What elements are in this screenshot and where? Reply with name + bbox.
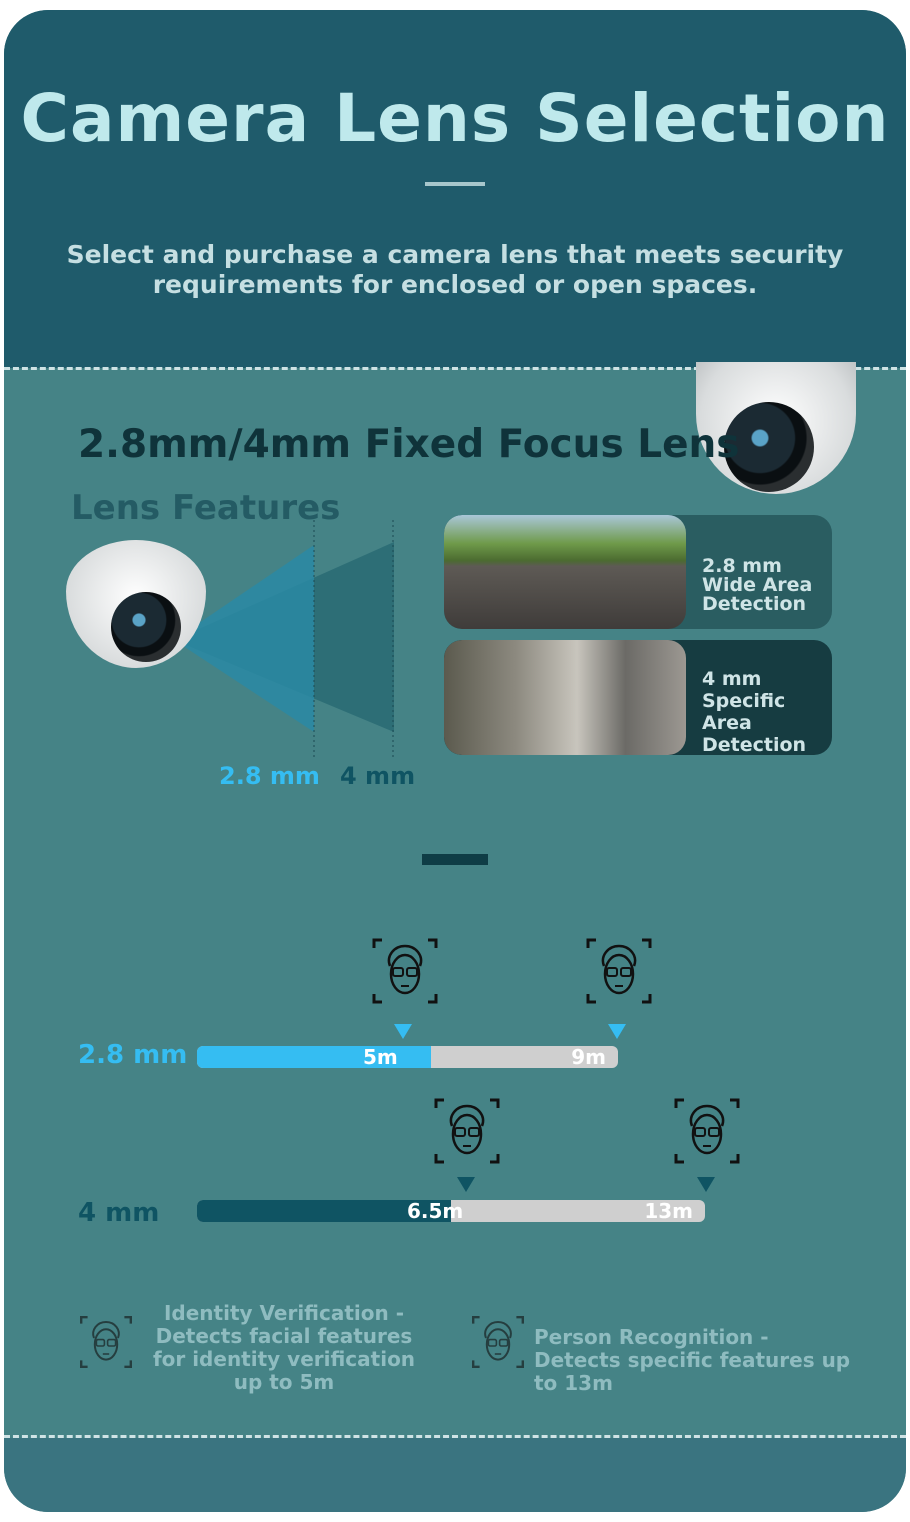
feature-line: 4 mm xyxy=(702,668,762,690)
range-label-2-8mm: 2.8 mm xyxy=(78,1040,188,1070)
camera-lens xyxy=(111,592,181,662)
feature-line: Specific xyxy=(702,690,786,712)
camera-lens xyxy=(724,402,814,492)
title-divider xyxy=(425,182,485,186)
road-photo xyxy=(444,515,686,629)
marker-triangle xyxy=(394,1024,412,1039)
lens-selection-card: Camera Lens Selection Select and purchas… xyxy=(4,10,906,1512)
fov-label-2-8mm: 2.8 mm xyxy=(219,762,320,790)
dashed-divider xyxy=(4,1435,906,1438)
face-scan-recognition-icon xyxy=(672,1096,742,1166)
range-bar-4mm: 6.5m 13m xyxy=(197,1200,705,1222)
recognition-distance: 13m xyxy=(644,1200,693,1222)
feature-line: Area xyxy=(702,712,752,734)
field-of-view-diagram xyxy=(174,520,394,760)
marker-triangle xyxy=(608,1024,626,1039)
features-title: Lens Features xyxy=(71,488,341,528)
face-scan-legend-icon xyxy=(78,1314,134,1370)
marker-triangle xyxy=(697,1177,715,1192)
terrace-photo xyxy=(444,640,686,755)
fov-label-4mm: 4 mm xyxy=(340,762,416,790)
camera-image-top xyxy=(696,362,856,494)
header: Camera Lens Selection Select and purchas… xyxy=(4,10,906,368)
page-subtitle: Select and purchase a camera lens that m… xyxy=(66,240,844,299)
face-scan-identity-icon xyxy=(370,936,440,1006)
camera-image-side xyxy=(66,540,206,668)
lens-title: 2.8mm/4mm Fixed Focus Lens xyxy=(78,422,740,467)
identity-distance: 6.5m xyxy=(407,1200,464,1222)
range-bar-2-8mm: 5m 9m xyxy=(197,1046,618,1068)
fov-2-8mm xyxy=(174,545,314,732)
feature-line: 2.8 mm xyxy=(702,555,782,577)
range-fill-identity xyxy=(197,1200,451,1222)
feature-line: Wide Area xyxy=(702,574,813,596)
recognition-distance: 9m xyxy=(571,1046,606,1068)
face-scan-legend-icon xyxy=(470,1314,526,1370)
footer-band xyxy=(4,1438,906,1512)
page-title: Camera Lens Selection xyxy=(20,80,890,157)
legend-recognition: Person Recognition - Detects specific fe… xyxy=(534,1325,851,1395)
feature-line: Detection xyxy=(702,734,807,755)
range-fill-identity xyxy=(197,1046,431,1068)
face-scan-recognition-icon xyxy=(584,936,654,1006)
section-divider xyxy=(422,854,488,865)
feature-line: Detection xyxy=(702,593,807,615)
dashed-divider xyxy=(4,367,906,370)
marker-triangle xyxy=(457,1177,475,1192)
range-label-4mm: 4 mm xyxy=(78,1198,160,1228)
face-scan-identity-icon xyxy=(432,1096,502,1166)
identity-distance: 5m xyxy=(363,1046,398,1068)
legend-identity: Identity Verification - Detects facial f… xyxy=(152,1301,416,1394)
